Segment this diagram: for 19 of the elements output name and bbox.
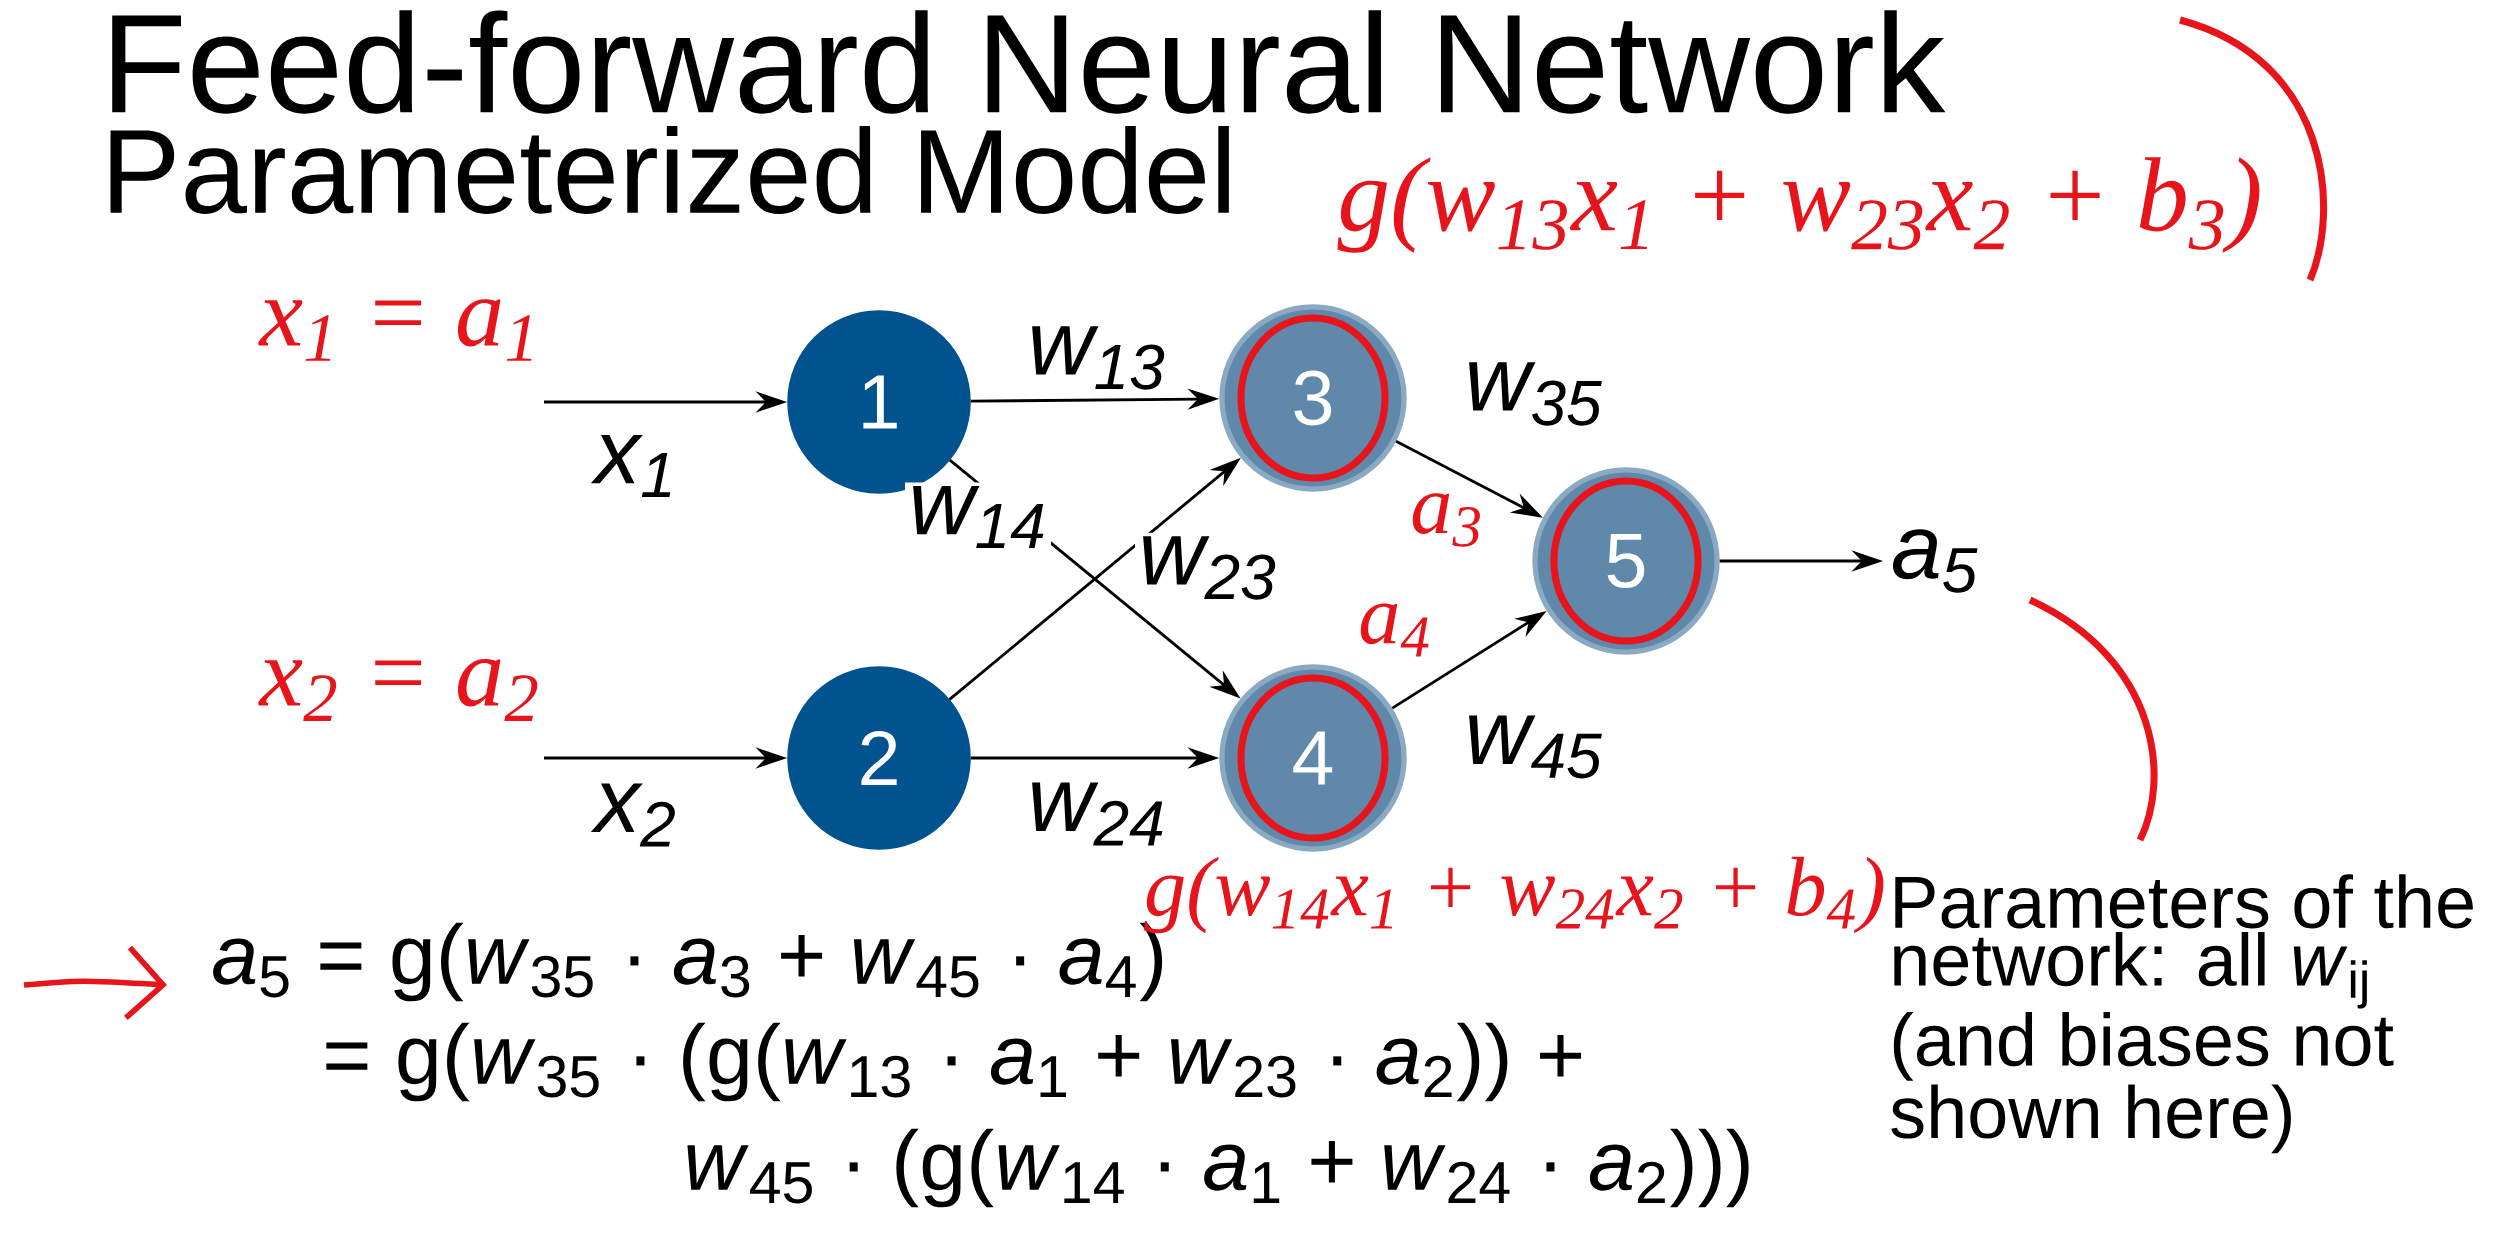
edge-label: w$_{23}$ (1135, 532, 1281, 604)
edge-label: x$_{1}$ (590, 431, 682, 501)
slide-subtitle: Parameterized Model (110, 126, 1229, 214)
edge-label: w$_{45}$ (1461, 712, 1607, 782)
output-label: a$_{5}$ (1892, 529, 1978, 593)
handwritten-note: a$_{3}$ (1412, 493, 1480, 547)
equation-line: = g(w$_{35}$ · (g(w$_{13}$ · a$_{1}$ + w$_{23}$ · a$_{2}$)) + (326, 1022, 1582, 1102)
handwritten-note: x$_{2}$ = a$_{2}$ (258, 659, 538, 721)
edge-label: w$_{24}$ (1024, 779, 1170, 849)
equation-line: w$_{45}$ · (g(w$_{14}$ · a$_{1}$ + w$_{24}$ · a$_{2}$))) (687, 1128, 1749, 1208)
parameters-note: Parameters of the network: all w$_{ij}$ (and biases not shown here) (1891, 874, 2473, 1154)
edge-label: x$_{2}$ (590, 780, 682, 850)
edge-label: w$_{14}$ (905, 482, 1051, 552)
slide-title: Feed-forward Neural Network (112, 10, 1946, 114)
edge-label: w$_{35}$ (1461, 358, 1607, 430)
edge-label: w$_{13}$ (1024, 322, 1170, 394)
handwritten-note: g(w$_{13}$x$_{1}$ + w$_{23}$x$_{2}$ + b$_{3}$) (1337, 157, 2260, 253)
handwritten-note: a$_{4}$ (1360, 603, 1429, 657)
handwritten-note: x$_{1}$ = a$_{1}$ (258, 299, 532, 361)
